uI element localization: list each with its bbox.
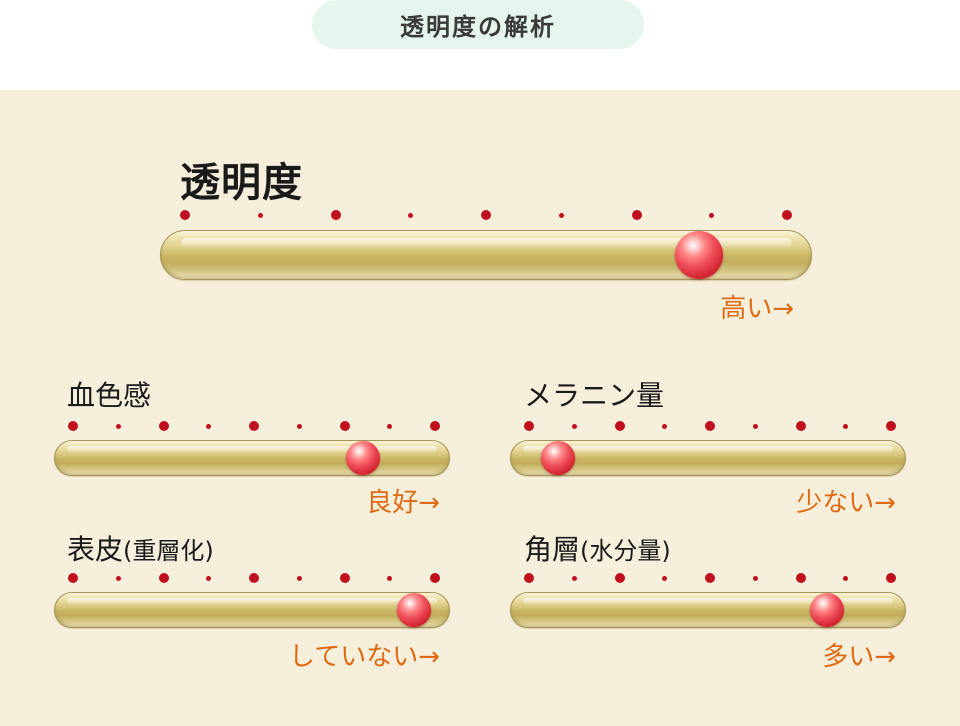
- scale-dot: [249, 421, 259, 431]
- stratum-corneum-scale-dots: [524, 573, 896, 583]
- scale-dot: [752, 575, 758, 581]
- scale-dot: [206, 575, 212, 581]
- stratum-corneum-title-note: (水分量): [580, 537, 671, 565]
- scale-dot: [614, 421, 625, 431]
- scale-dot: [68, 421, 78, 431]
- epidermis-gauge-track: [54, 592, 450, 628]
- transparency-title: 透明度: [180, 150, 303, 208]
- scale-dot: [614, 573, 625, 583]
- scale-dot: [481, 210, 491, 220]
- scale-dot: [339, 421, 350, 431]
- scale-dot: [662, 423, 668, 429]
- epidermis-end-label: していない→: [288, 642, 440, 672]
- scale-dot: [886, 573, 896, 583]
- transparency-title-text: 透明度: [180, 160, 303, 206]
- scale-dot: [257, 212, 263, 218]
- blood-color-title: 血色感: [67, 374, 151, 414]
- scale-dot: [843, 423, 849, 429]
- melanin-gauge-track: [510, 440, 906, 476]
- stratum-corneum-title-text: 角層: [524, 533, 581, 566]
- melanin-end-label: 少ない→: [796, 488, 896, 518]
- transparency-gauge-indicator: [674, 231, 723, 279]
- scale-dot: [180, 210, 190, 220]
- epidermis-title-text: 表皮: [67, 533, 124, 566]
- stratum-corneum-gauge-track: [510, 592, 906, 628]
- melanin-title: メラニン量: [524, 374, 664, 414]
- scale-dot: [795, 421, 806, 431]
- stratum-corneum-end-label: 多い→: [822, 642, 896, 672]
- scale-dot: [752, 423, 758, 429]
- scale-dot: [430, 573, 440, 583]
- scale-dot: [158, 573, 169, 583]
- scale-dot: [115, 575, 121, 581]
- scale-dot: [795, 573, 806, 583]
- blood-color-gauge-track: [54, 440, 450, 476]
- analysis-panel: 透明度 高い→ 血色感 良好→ メラニン量: [0, 90, 960, 726]
- epidermis-title-note: (重層化): [123, 537, 214, 565]
- scale-dot: [524, 573, 534, 583]
- scale-dot: [571, 575, 577, 581]
- scale-dot: [558, 212, 564, 218]
- blood-color-end-label: 良好→: [366, 488, 440, 518]
- epidermis-gauge-indicator: [397, 593, 432, 627]
- scale-dot: [68, 573, 78, 583]
- scale-dot: [408, 212, 414, 218]
- melanin-gauge-indicator: [540, 441, 575, 475]
- scale-dot: [158, 421, 169, 431]
- scale-dot: [843, 575, 849, 581]
- scale-dot: [115, 423, 121, 429]
- scale-dot: [430, 421, 440, 431]
- scale-dot: [631, 210, 642, 220]
- analysis-header: 透明度の解析: [312, 0, 644, 49]
- blood-color-gauge-indicator: [345, 441, 380, 475]
- scale-dot: [886, 421, 896, 431]
- blood-color-title-text: 血色感: [67, 379, 152, 412]
- scale-dot: [782, 210, 792, 220]
- scale-dot: [249, 573, 259, 583]
- analysis-header-title: 透明度の解析: [400, 13, 556, 41]
- scale-dot: [705, 421, 715, 431]
- scale-dot: [524, 421, 534, 431]
- scale-dot: [296, 423, 302, 429]
- scale-dot: [330, 210, 341, 220]
- blood-color-scale-dots: [68, 421, 440, 431]
- scale-dot: [206, 423, 212, 429]
- scale-dot: [705, 573, 715, 583]
- scale-dot: [387, 575, 393, 581]
- scale-dot: [709, 212, 715, 218]
- stratum-corneum-gauge-indicator: [809, 593, 844, 627]
- epidermis-scale-dots: [68, 573, 440, 583]
- scale-dot: [387, 423, 393, 429]
- scale-dot: [339, 573, 350, 583]
- scale-dot: [662, 575, 668, 581]
- scale-dot: [296, 575, 302, 581]
- transparency-scale-dots: [180, 209, 792, 221]
- epidermis-title: 表皮(重層化): [67, 528, 214, 568]
- melanin-scale-dots: [524, 421, 896, 431]
- scale-dot: [571, 423, 577, 429]
- stratum-corneum-title: 角層(水分量): [524, 528, 671, 568]
- transparency-end-label: 高い→: [720, 294, 794, 324]
- melanin-title-text: メラニン量: [524, 379, 665, 412]
